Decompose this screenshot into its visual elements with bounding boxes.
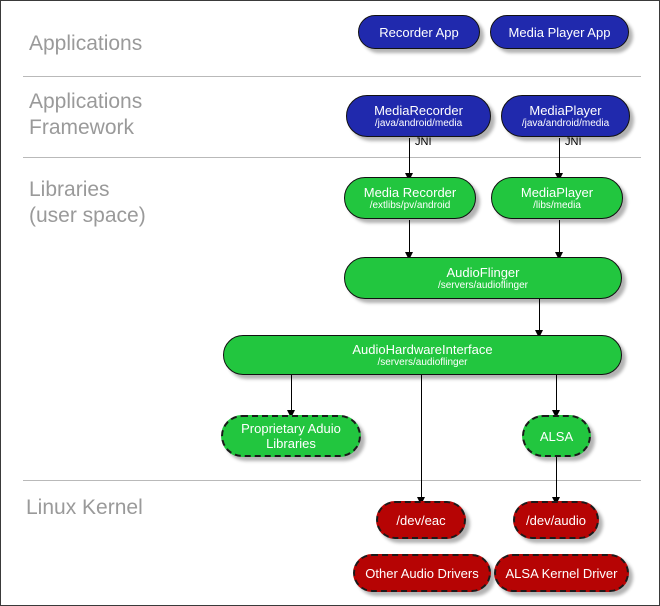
node-mediaplayer-framework[interactable]: MediaPlayer /java/android/media [501,95,630,137]
arrowhead-mediaplayer-lib-to-audioflinger [554,252,563,260]
node-alsa[interactable]: ALSA [522,415,591,457]
section-label-linux-kernel: Linux Kernel [26,496,143,519]
node-media-player-app[interactable]: Media Player App [490,15,629,49]
node-alsa-kernel-driver-title: ALSA Kernel Driver [505,565,618,581]
divider-framework [23,157,641,158]
connector-mediarecorder-jni [409,138,410,178]
node-audioflinger[interactable]: AudioFlinger /servers/audioflinger [344,257,622,299]
node-audiohardwareinterface-title: AudioHardwareInterface [352,341,493,357]
node-mediaplayer-framework-path: /java/android/media [521,117,610,129]
section-label-libraries: Libraries (user space) [29,178,146,227]
node-mediarecorder-framework-title: MediaRecorder [374,102,463,118]
arrowhead-mediarecorder-lib-to-audioflinger [404,252,413,260]
connector-ahi-to-alsa [556,374,557,412]
node-mediarecorder-framework-path: /java/android/media [374,117,463,129]
section-label-applications: Applications [29,32,143,55]
node-proprietary-audio-libraries-title: Proprietary Aduio [241,421,341,436]
node-dev-eac[interactable]: /dev/eac [376,501,466,539]
node-dev-audio[interactable]: /dev/audio [513,501,599,539]
node-media-recorder-lib-title: Media Recorder [363,184,457,200]
connector-mediaplayer-jni [559,138,560,178]
node-mediaplayer-lib-path: /libs/media [533,199,581,211]
divider-libraries [23,480,641,481]
arrowhead-ahi-to-alsa [551,410,560,418]
node-proprietary-audio-libraries[interactable]: Proprietary Aduio Libraries [221,415,361,457]
connector-audioflinger-to-ahi [539,298,540,334]
node-dev-audio-title: /dev/audio [526,512,586,528]
node-other-audio-drivers-title: Other Audio Drivers [365,565,479,581]
node-audioflinger-path: /servers/audioflinger [437,279,529,291]
section-label-applications-framework: Applications Framework [29,90,143,139]
node-mediarecorder-framework[interactable]: MediaRecorder /java/android/media [346,95,491,137]
node-alsa-kernel-driver[interactable]: ALSA Kernel Driver [494,554,629,592]
node-mediaplayer-lib[interactable]: MediaPlayer /libs/media [491,177,623,219]
node-alsa-title: ALSA [539,428,574,444]
arrowhead-audioflinger-to-ahi [534,330,543,338]
connector-ahi-to-proprietary [291,374,292,412]
node-media-recorder-lib[interactable]: Media Recorder /extlibs/pv/android [344,177,476,219]
node-audioflinger-title: AudioFlinger [446,264,520,280]
node-media-recorder-lib-path: /extlibs/pv/android [369,199,451,211]
node-recorder-app[interactable]: Recorder App [358,15,480,49]
connector-mediarecorder-lib-to-audioflinger [409,220,410,256]
connector-label-jni-left: JNI [415,136,432,148]
node-audiohardwareinterface-path: /servers/audioflinger [377,356,468,368]
connector-label-jni-right: JNI [565,136,582,148]
node-mediaplayer-framework-title: MediaPlayer [529,102,602,118]
arrowhead-ahi-to-proprietary [286,410,295,418]
node-other-audio-drivers[interactable]: Other Audio Drivers [353,554,491,592]
node-proprietary-audio-libraries-title-line2: Libraries [266,436,316,451]
node-recorder-app-title: Recorder App [379,24,459,40]
node-audiohardwareinterface[interactable]: AudioHardwareInterface /servers/audiofli… [223,335,622,375]
divider-applications [23,76,641,77]
connector-mediaplayer-lib-to-audioflinger [559,220,560,256]
node-mediaplayer-lib-title: MediaPlayer [520,184,594,200]
node-dev-eac-title: /dev/eac [396,512,446,528]
node-media-player-app-title: Media Player App [508,24,611,40]
connector-ahi-to-dev-eac [421,374,422,501]
connector-alsa-to-dev-audio [556,456,557,501]
